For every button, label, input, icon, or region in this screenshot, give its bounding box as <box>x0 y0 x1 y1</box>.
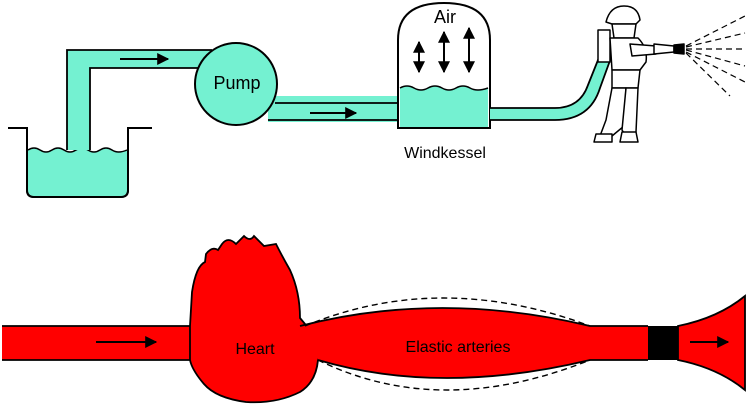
cardiovascular-model: Heart Elastic arteries <box>2 234 746 404</box>
pump-label: Pump <box>213 73 260 93</box>
pump-outlet-pipe <box>268 96 407 122</box>
distension-outline <box>304 297 591 327</box>
elastic-arteries-icon <box>300 308 648 378</box>
elastic-arteries-label: Elastic arteries <box>406 339 511 356</box>
inlet-pipe <box>66 49 212 150</box>
distension-outline <box>317 359 591 391</box>
windkessel-chamber-icon: Air Windkessel <box>397 1 491 162</box>
fire-hose <box>490 54 613 121</box>
resistance-block-icon <box>648 326 678 360</box>
water-spray-icon <box>685 15 746 97</box>
hydraulic-model: Pump Air Windkessel <box>8 1 746 198</box>
firefighter-icon <box>593 5 685 143</box>
windkessel-label: Windkessel <box>404 145 486 162</box>
heart-icon <box>189 234 319 404</box>
air-label: Air <box>434 7 456 27</box>
pump-icon: Pump <box>194 42 278 126</box>
heart-label: Heart <box>235 341 275 358</box>
water-reservoir-icon <box>8 127 152 198</box>
